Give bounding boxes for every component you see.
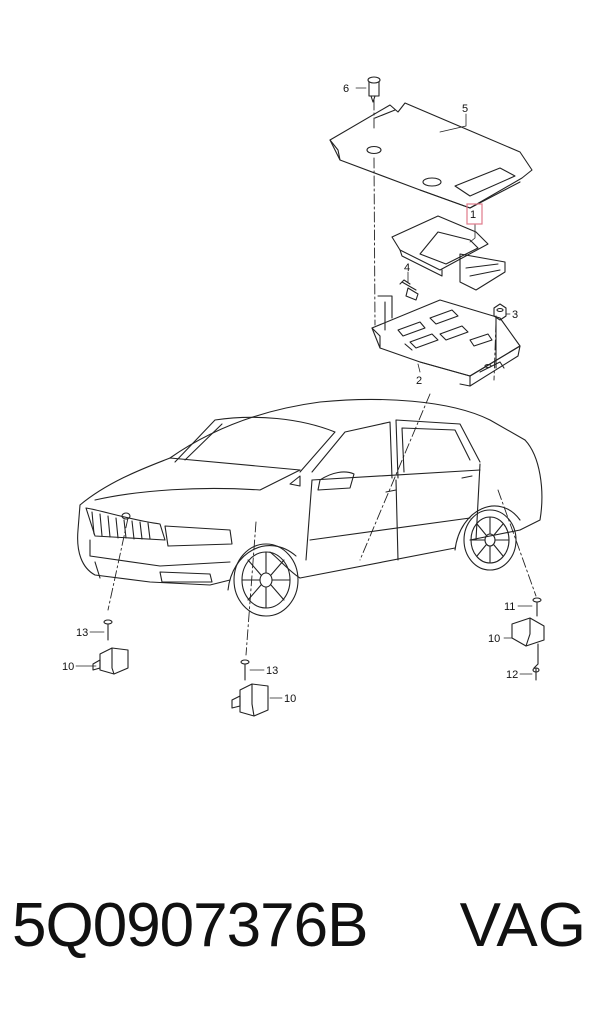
- callout-1: 1: [470, 209, 476, 221]
- callout-10-center: 10: [284, 693, 296, 705]
- clip-part: [367, 76, 381, 103]
- bolt-part: [399, 279, 419, 301]
- cover-plate: [329, 102, 533, 209]
- callout-13-center: 13: [266, 665, 278, 677]
- sensor-front-center: [231, 659, 269, 717]
- bracket-part: [371, 295, 521, 387]
- footer: 5Q0907376B VAG: [0, 890, 600, 980]
- callout-2: 2: [416, 375, 422, 387]
- car-body: [77, 398, 543, 617]
- highlight-box: [466, 203, 483, 225]
- callout-3: 3: [512, 309, 518, 321]
- callout-10-left: 10: [62, 661, 74, 673]
- callout-11: 11: [504, 601, 515, 613]
- callout-13-left: 13: [76, 627, 88, 639]
- control-unit: [391, 215, 506, 291]
- brand-label: VAG: [459, 891, 586, 960]
- callout-4: 4: [404, 262, 410, 274]
- callout-6: 6: [343, 83, 349, 95]
- parts-diagram: 1 2 3 4 5 6 13 10 13 10 11 10 12: [62, 76, 545, 717]
- callout-5: 5: [462, 103, 468, 115]
- callout-12: 12: [506, 669, 518, 681]
- sensor-rear-right: [511, 597, 545, 681]
- sensor-front-left: [92, 619, 129, 675]
- callout-10-right: 10: [488, 633, 500, 645]
- part-number: 5Q0907376B: [12, 891, 368, 960]
